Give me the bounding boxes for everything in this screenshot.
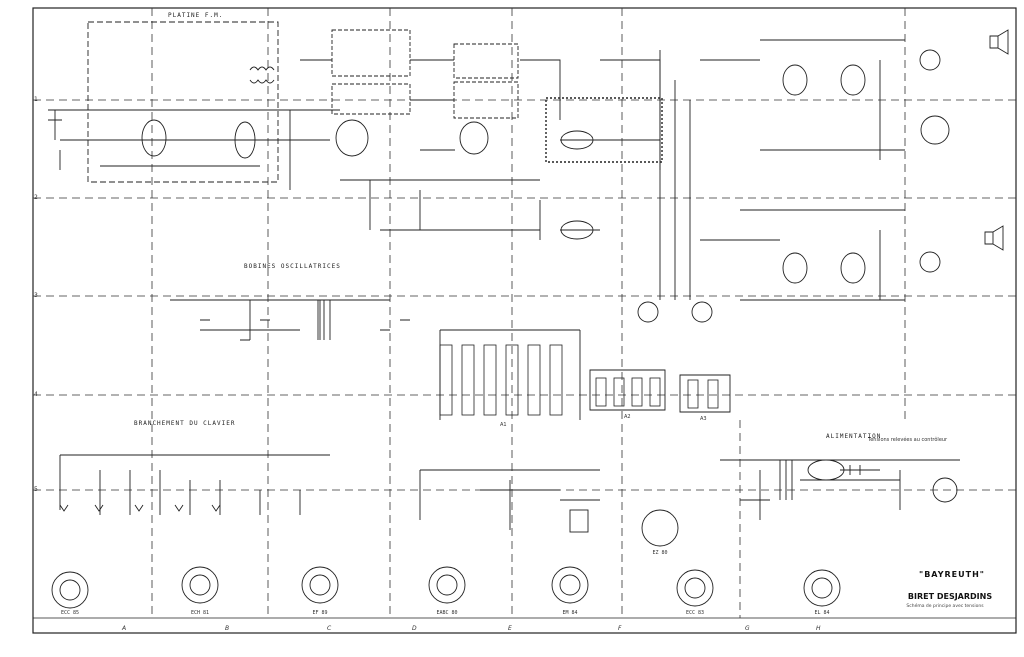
document-title: "BAYREUTH"	[919, 570, 985, 579]
col-label-b: B	[225, 625, 230, 632]
tube-base-label: EF 89	[312, 610, 328, 616]
selector-label-a1: A1	[500, 422, 507, 428]
inset-tube-label: EZ 80	[652, 550, 668, 556]
power-supply-label: ALIMENTATION	[826, 433, 882, 440]
tube-base-label: EABC 80	[436, 610, 458, 616]
col-label-g: G	[745, 625, 750, 632]
fm-platine-label: PLATINE F.M.	[168, 12, 224, 19]
tube-base-label: EM 84	[562, 610, 578, 616]
oscillator-coils-label: BOBINES OSCILLATRICES	[244, 263, 341, 270]
col-label-d: D	[412, 625, 417, 632]
title-block-note: Schéma de principe avec tensions	[906, 604, 984, 609]
row-label-1: 1	[34, 96, 38, 103]
col-label-a: A	[122, 625, 127, 632]
sheet-frame	[32, 7, 1017, 634]
col-label-e: E	[508, 625, 512, 632]
selector-label-a3: A3	[700, 416, 707, 422]
row-label-5: 5	[34, 486, 38, 493]
col-label-c: C	[327, 625, 332, 632]
tube-base-label: ECC 83	[685, 610, 705, 616]
keyboard-wiring-label: BRANCHEMENT DU CLAVIER	[134, 420, 236, 427]
manufacturer-name: BIRET DESJARDINS	[907, 592, 993, 601]
row-label-4: 4	[34, 391, 38, 398]
col-label-f: F	[618, 625, 622, 632]
selector-label-a2: A2	[624, 414, 631, 420]
selector-bank	[439, 344, 719, 416]
fm-platine-box	[87, 21, 279, 183]
row-label-3: 3	[34, 292, 38, 299]
tube-base-label: ECC 85	[60, 610, 80, 616]
tube-base-label: ECH 81	[190, 610, 210, 616]
sheet-grid	[33, 8, 1016, 618]
voltage-note: Tensions relevées au contrôleur	[868, 437, 948, 443]
col-label-h: H	[816, 625, 821, 632]
row-label-2: 2	[34, 194, 38, 201]
tube-base-label: EL 84	[814, 610, 830, 616]
tube-bases	[51, 566, 841, 609]
